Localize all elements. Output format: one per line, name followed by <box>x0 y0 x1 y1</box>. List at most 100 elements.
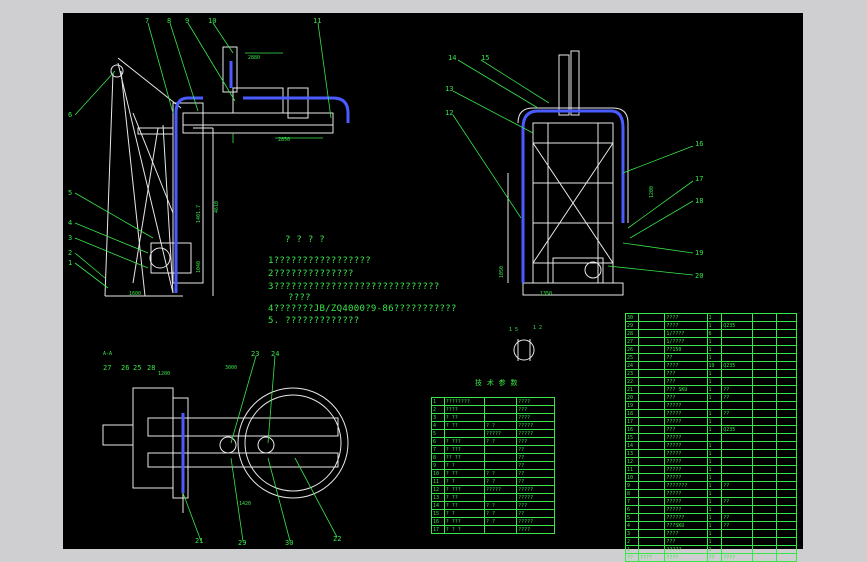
tech-table-cell: 17 <box>431 525 445 534</box>
parts-table-cell <box>637 513 666 522</box>
tech-table-cell: ????? <box>516 517 555 526</box>
parts-table-row: 19????? <box>625 401 798 410</box>
parts-table-cell <box>751 385 777 394</box>
parts-table-row: 12?????1 <box>625 457 798 466</box>
parts-table-cell <box>775 489 798 498</box>
tech-table-row: 13? ??????? <box>431 493 555 502</box>
tech-table-cell: ? ??? <box>443 445 485 454</box>
balloon-2: 2 <box>68 249 72 257</box>
tech-table-cell <box>483 453 518 462</box>
parts-table-cell: 2 <box>625 537 639 546</box>
parts-table-cell <box>637 457 666 466</box>
parts-table-cell: 10 <box>625 473 639 482</box>
parts-table-cell <box>775 465 798 474</box>
parts-table-cell: 1 <box>706 457 723 466</box>
parts-table-cell: 18 <box>625 409 639 418</box>
balloon-26: 26 <box>121 364 129 372</box>
note-line-3-cont: ???? <box>288 293 311 303</box>
parts-table-cell: ???? <box>664 361 708 370</box>
tech-table-cell: 6 <box>431 437 445 446</box>
parts-table-cell <box>751 425 777 434</box>
plan-view <box>102 387 349 513</box>
note-line-3: 3????????????????????????????? <box>268 282 440 292</box>
balloon-28: 28 <box>147 364 155 372</box>
parts-table-row: 22???1 <box>625 377 798 386</box>
parts-table-cell <box>637 329 666 338</box>
parts-table-row: ???????????????? <box>625 553 798 562</box>
parts-table-cell: 1 <box>706 449 723 458</box>
parts-table-cell: ?? <box>721 481 753 490</box>
tech-table-row: 16? ???? ?????? <box>431 517 555 526</box>
balloon-12: 12 <box>445 109 453 117</box>
parts-table-cell <box>637 449 666 458</box>
balloon-11: 11 <box>313 17 321 25</box>
tech-table-cell: ?? <box>516 445 555 454</box>
parts-table-cell <box>751 369 777 378</box>
parts-table-cell <box>751 505 777 514</box>
parts-table-cell: ?? <box>721 521 753 530</box>
balloon-9: 9 <box>185 17 189 25</box>
parts-table-row: 3????1 <box>625 529 798 538</box>
parts-table-cell: ???? <box>664 313 708 322</box>
parts-table-row: 9???????1?? <box>625 481 798 490</box>
parts-table-row: 15????? <box>625 433 798 442</box>
parts-table-cell: 14 <box>625 441 639 450</box>
parts-table-cell <box>775 361 798 370</box>
tech-table-row: 2??????? <box>431 405 555 414</box>
drawing-sheet: 7 8 9 10 11 6 5 4 3 2 1 14 15 13 12 16 1… <box>63 13 803 562</box>
parts-table-cell <box>775 449 798 458</box>
note-line-2: 2?????????????? <box>268 269 354 279</box>
dim-height-low: 1040 <box>196 261 202 273</box>
parts-table-cell: 13 <box>625 449 639 458</box>
tech-table-row: 1???????????? <box>431 397 555 406</box>
balloon-8: 8 <box>167 17 171 25</box>
tech-table-cell: ???? <box>516 397 555 406</box>
parts-table-cell <box>637 369 666 378</box>
parts-table-row: 7?????1?? <box>625 497 798 506</box>
tech-table-cell: ??? <box>516 405 555 414</box>
tech-table-row: 4? ??? ?????? <box>431 421 555 430</box>
parts-table-row: 11?????1 <box>625 465 798 474</box>
parts-table-cell: 23 <box>625 369 639 378</box>
parts-table-cell: ?? <box>721 409 753 418</box>
tech-table-cell: ??? <box>516 437 555 446</box>
parts-table-cell <box>751 465 777 474</box>
parts-table-cell: 1 <box>706 537 723 546</box>
parts-table-cell <box>721 441 753 450</box>
parts-table-cell <box>775 385 798 394</box>
parts-table-cell <box>637 345 666 354</box>
parts-table-cell <box>775 425 798 434</box>
parts-table-cell: 1 <box>706 393 723 402</box>
parts-table-row: 20???1?? <box>625 393 798 402</box>
balloon-13: 13 <box>445 85 453 93</box>
tech-table-title: 技 术 参 数 <box>475 379 518 387</box>
tech-table-cell: ???????? <box>443 397 485 406</box>
parts-table-cell <box>637 521 666 530</box>
balloon-3: 3 <box>68 234 72 242</box>
parts-table-cell: 11 <box>625 465 639 474</box>
parts-table-cell <box>775 417 798 426</box>
balloon-27: 27 <box>103 364 111 372</box>
parts-table-cell: ????? <box>664 449 708 458</box>
parts-table-cell: 1 <box>706 473 723 482</box>
tech-table-cell: 12 <box>431 485 445 494</box>
balloon-15: 15 <box>481 54 489 62</box>
dim-height-main: 4610 <box>214 201 220 213</box>
dim-plan-length: 3000 <box>225 365 237 371</box>
dim-plan-sub: 1420 <box>239 501 251 507</box>
tech-table-cell: 11 <box>431 477 445 486</box>
tech-table-cell: ? ??? <box>443 517 485 526</box>
tech-table-cell <box>483 525 518 534</box>
parts-table-cell <box>751 521 777 530</box>
parts-table-cell: ??? <box>664 425 708 434</box>
parts-table-cell <box>721 505 753 514</box>
parts-table-cell <box>721 417 753 426</box>
parts-table-cell: 27 <box>625 337 639 346</box>
parts-table-cell <box>637 353 666 362</box>
loop-pipe-end <box>521 109 625 283</box>
side-view <box>104 46 334 297</box>
parts-table-cell: 1 <box>706 465 723 474</box>
parts-table-cell: 1 <box>706 353 723 362</box>
parts-table-cell <box>751 353 777 362</box>
